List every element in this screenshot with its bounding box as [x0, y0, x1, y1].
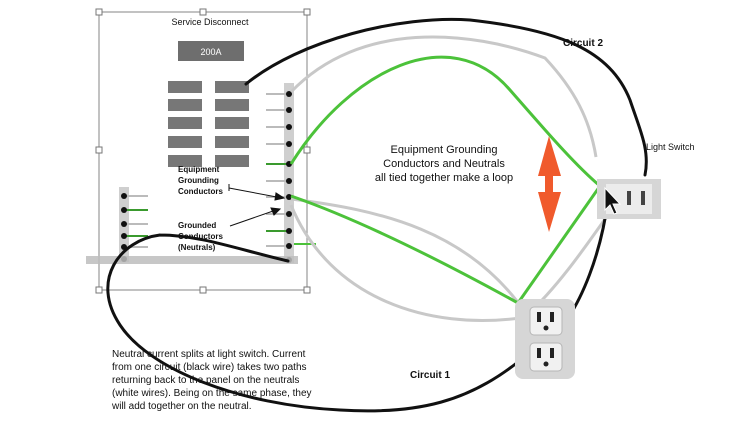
note-line: from one circuit (black wire) takes two …	[112, 362, 307, 373]
label-pointer-arrows	[228, 184, 286, 227]
circuit2-label: Circuit 2	[563, 38, 603, 49]
svg-text:all tied together make a loop: all tied together make a loop	[375, 172, 513, 184]
ground-wire-switch-receptacle	[516, 185, 602, 304]
svg-text:Equipment: Equipment	[178, 165, 220, 174]
breaker-array	[168, 81, 249, 167]
svg-text:Equipment Grounding: Equipment Grounding	[390, 144, 497, 156]
egc-label: Equipment Grounding Conductors	[178, 165, 223, 196]
svg-text:Conductors: Conductors	[178, 187, 223, 196]
mouse-cursor-icon	[604, 186, 622, 215]
main-breaker-label: 200A	[200, 47, 221, 57]
svg-text:(Neutrals): (Neutrals)	[178, 243, 216, 252]
note-line: will add together on the neutral.	[112, 401, 252, 412]
ground-wire-to-receptacle	[290, 194, 519, 305]
svg-text:Conductors and Neutrals: Conductors and Neutrals	[383, 158, 505, 170]
neutral-bus-terminals	[266, 91, 316, 263]
main-breaker	[178, 41, 244, 61]
svg-text:Grounded: Grounded	[178, 221, 216, 230]
note-line: Neutral current splits at light switch. …	[112, 349, 306, 360]
ground-bus-terminals	[121, 193, 148, 262]
neutral-wire-circuit2	[289, 35, 598, 158]
ground-wire-to-switch	[289, 55, 601, 188]
neutral-wire-loop	[289, 204, 521, 322]
light-switch-label: Light Switch	[646, 142, 695, 152]
explanation-note: Neutral current splits at light switch. …	[112, 348, 362, 413]
double-arrow-icon	[538, 136, 561, 232]
svg-text:Grounding: Grounding	[178, 176, 219, 185]
svg-text:Conductors: Conductors	[178, 232, 223, 241]
panel-title: Service Disconnect	[171, 17, 249, 27]
circuit1-label: Circuit 1	[410, 370, 450, 381]
selection-handles[interactable]	[95, 8, 311, 294]
note-line: (white wires). Being on the same phase, …	[112, 388, 312, 399]
loop-caption: Equipment Grounding Conductors and Neutr…	[375, 144, 513, 184]
neutral-bus-bar	[284, 83, 294, 263]
neutral-label: Grounded Conductors (Neutrals)	[178, 221, 223, 252]
duplex-receptacle[interactable]	[515, 299, 575, 379]
hot-wire	[106, 17, 648, 413]
earth-ground-strip	[86, 256, 298, 264]
grounding-wires	[289, 55, 602, 305]
neutral-wire-circuit1	[290, 197, 529, 316]
note-line: returning back to the panel on the neutr…	[112, 375, 300, 386]
